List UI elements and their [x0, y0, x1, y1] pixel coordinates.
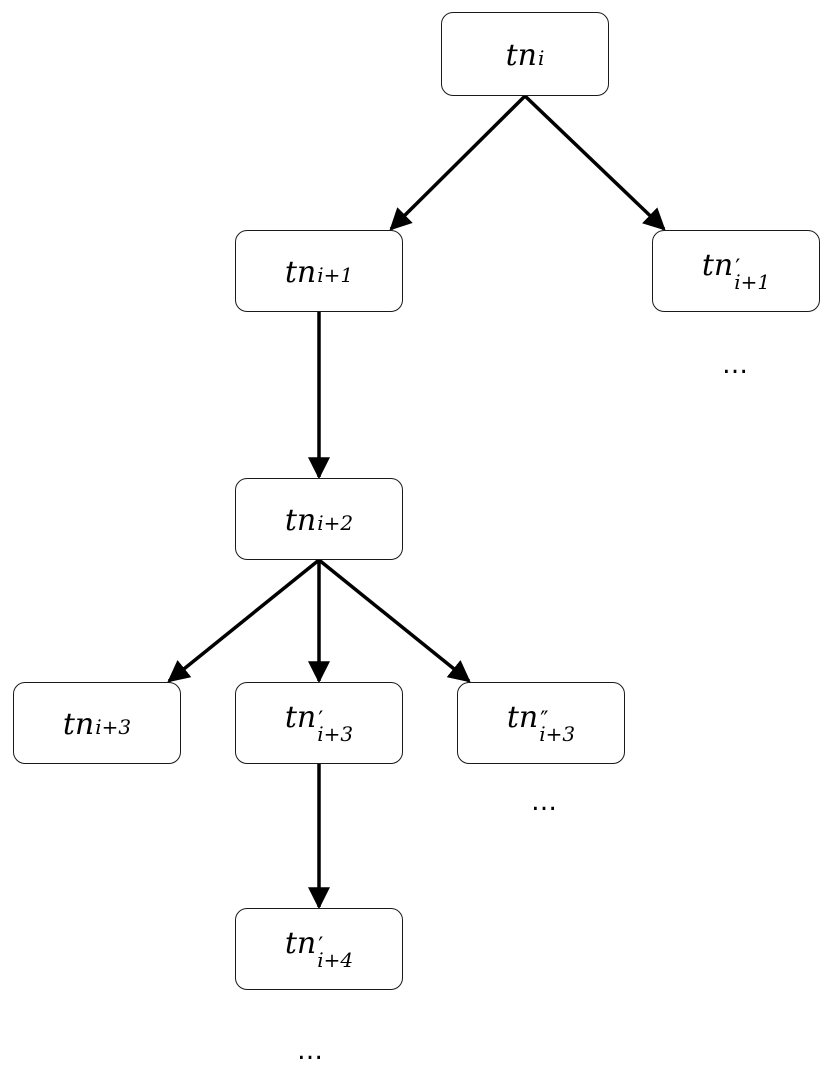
node-label-subscript: i+2	[317, 510, 354, 535]
node-tn-i1-prime: tn′i+1	[652, 230, 820, 312]
node-label-base: tn	[62, 706, 95, 742]
node-label: tn′i+3	[284, 699, 354, 746]
node-label-script: i+2	[317, 503, 353, 533]
arrow-tn-i-to-tn-i1	[389, 94, 527, 231]
node-tn-i4-prime: tn′i+4	[235, 908, 403, 990]
node-label-base: tn	[284, 254, 317, 290]
node-label-subscript: i+3	[317, 721, 354, 746]
node-label-prime: ′	[318, 933, 324, 959]
node-tn-i3-prime: tn′i+3	[235, 682, 403, 764]
node-label-script: i+3	[95, 707, 131, 737]
node-label-subscript: i+4	[317, 947, 354, 972]
node-label-script: ′i+1	[734, 257, 771, 294]
node-tn-i3-dprime: tn″i+3	[457, 682, 625, 764]
node-label-base: tn	[284, 925, 317, 961]
node-label-prime: ′	[735, 255, 741, 281]
node-label-base: tn	[701, 247, 734, 283]
node-label-subscript: i+1	[317, 262, 354, 287]
node-label-subscript: i+1	[734, 269, 771, 294]
node-label: tn″i+3	[506, 699, 576, 746]
node-label-script: ′i+3	[317, 709, 354, 746]
node-label-subscript: i+3	[539, 721, 576, 746]
node-label-prime: ′	[318, 707, 324, 733]
node-label-script: ′i+4	[317, 935, 354, 972]
continuation-ellipsis: …	[297, 1036, 324, 1066]
node-label-script: i	[538, 38, 544, 68]
node-label-prime: ″	[540, 707, 549, 733]
continuation-ellipsis: …	[531, 787, 558, 817]
node-label-base: tn	[505, 37, 537, 73]
arrow-tn-i-to-tn-i1-prime	[523, 94, 666, 231]
node-label-script: ″i+3	[539, 709, 576, 746]
arrow-tn-i2-to-tn-i3-dprime	[317, 558, 471, 683]
node-label-script: i+1	[317, 255, 353, 285]
node-label-base: tn	[284, 699, 317, 735]
node-label-base: tn	[506, 699, 539, 735]
node-label-subscript: i	[537, 45, 545, 70]
node-label: tn′i+1	[701, 247, 771, 294]
arrow-tn-i2-to-tn-i3	[167, 558, 321, 683]
node-label-base: tn	[284, 502, 317, 538]
node-label-subscript: i+3	[95, 714, 132, 739]
continuation-ellipsis: …	[722, 350, 749, 380]
node-label: tn′i+4	[284, 925, 354, 972]
